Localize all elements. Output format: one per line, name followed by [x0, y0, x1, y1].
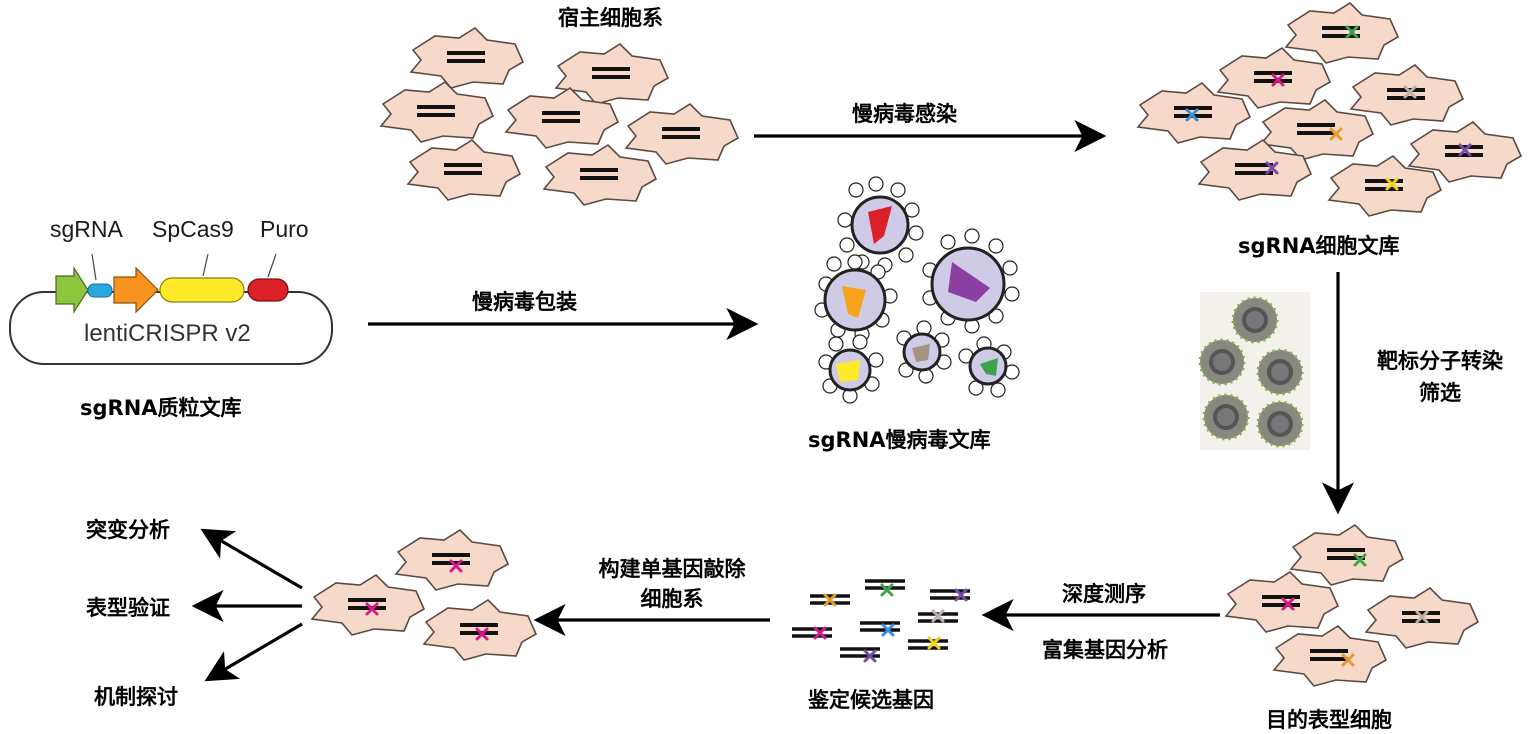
host-cell — [542, 143, 658, 207]
lentivirus-library — [814, 176, 1020, 404]
infection-label: 慢病毒感染 — [852, 102, 957, 126]
target-molecule-virus-image — [1198, 292, 1310, 450]
knockout-label: 构建单基因敲除 细胞系 — [572, 554, 772, 614]
packaging-label: 慢病毒包装 — [472, 290, 577, 314]
enrichment-analysis-label: 富集基因分析 — [1042, 638, 1168, 662]
candidate-gene-chromosomes — [790, 579, 972, 663]
host-cell — [406, 138, 522, 202]
mechanism-label: 机制探讨 — [94, 685, 178, 709]
transfection-label-line1: 靶标分子转染 — [1377, 349, 1503, 373]
knockout-label-line2: 细胞系 — [640, 587, 704, 611]
sgrna-cell-library-cells — [1136, 1, 1523, 218]
plasmid-spcas9-label: SpCas9 — [152, 216, 234, 242]
phenotype-cell — [1224, 570, 1340, 634]
arrow-mechanism — [204, 622, 303, 682]
mutation-analysis-label: 突变分析 — [86, 518, 170, 542]
phenotype-cell — [1289, 523, 1405, 587]
plasmid-puro-label: Puro — [260, 216, 309, 242]
candidate-genes-label: 鉴定候选基因 — [808, 688, 934, 712]
host-cell-group — [379, 26, 740, 207]
host-cell — [409, 26, 525, 90]
knockout-cells — [310, 528, 538, 662]
knockout-label-line1: 构建单基因敲除 — [598, 557, 746, 581]
host-cell — [379, 80, 495, 144]
target-phenotype-label: 目的表型细胞 — [1266, 708, 1392, 732]
arrow-mutation-analysis — [200, 528, 303, 590]
plasmid-map — [9, 253, 333, 365]
plasmid-library-label: sgRNA质粒文库 — [80, 396, 242, 420]
transfection-label-line2: 筛选 — [1419, 381, 1461, 405]
lentivirus-library-label: sgRNA慢病毒文库 — [808, 428, 991, 452]
deep-sequencing-label: 深度测序 — [1062, 582, 1146, 606]
host-cells-label: 宿主细胞系 — [558, 6, 663, 30]
plasmid-name-label: lentiCRISPR v2 — [84, 320, 251, 347]
sgrna-cell-library-label: sgRNA细胞文库 — [1238, 234, 1400, 258]
transfection-label: 靶标分子转染 筛选 — [1360, 345, 1520, 409]
host-cell — [624, 102, 740, 166]
library-cell — [1284, 1, 1400, 65]
phenotype-validation-label: 表型验证 — [86, 596, 170, 620]
phenotype-cell — [1272, 624, 1388, 688]
plasmid-sgrna-label: sgRNA — [50, 216, 123, 242]
target-phenotype-cells — [1224, 523, 1480, 688]
